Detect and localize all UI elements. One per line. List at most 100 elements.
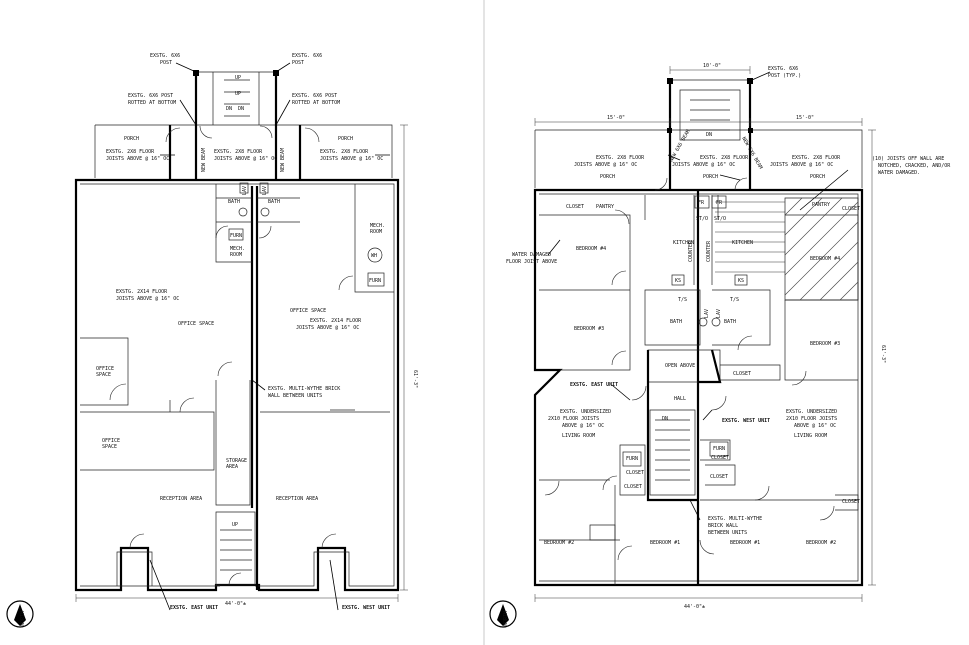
fr-left-box [694,195,710,209]
label-new-beam-right: NEW BEAM [280,148,286,172]
building-outline-right [533,188,864,587]
note-undersized-left-1: EXSTG. UNDERSIZED [560,409,611,415]
label-ks-left: KS [675,278,681,284]
room-kitchen-right: KITCHEN [732,240,753,246]
porch-walls-right [668,80,752,190]
bedrooms-right-walls [784,214,859,381]
note-porch-floor-left-r1: EXSTG. 2X8 FLOOR [596,155,645,161]
note-post-rot-right-2: ROTTED AT BOTTOM [292,100,340,106]
room-office-small-2-a: OFFICE [102,438,120,444]
north-arrow-icon-right [497,604,509,626]
note-water-damaged-2: FLOOR JOIST ABOVE [506,259,557,265]
room-office-space-right: OFFICE SPACE [290,308,326,314]
note-undersized-right-2: 2X10 FLOOR JOISTS [786,416,837,422]
room-closet-1: CLOSET [566,204,584,210]
room-bedroom-2-left: BEDROOM #2 [544,540,574,546]
label-sto-right: ST/O [714,216,726,222]
label-fr-left: FR [698,200,705,206]
bedroom-partitions-right [539,485,858,585]
note-office-floor-right-1: EXSTG. 2X14 FLOOR [310,318,362,324]
mech-room-walls [354,184,394,293]
bath-walls-right [644,289,771,346]
note-office-floor-right-2: JOISTS ABOVE @ 16" OC [296,325,359,331]
room-porch-mid-r: PORCH [703,174,718,180]
kitchen-counters [644,195,719,285]
right-floor-plan [489,66,876,628]
room-storage-1: STORAGE [226,458,247,464]
room-office-space-left: OFFICE SPACE [178,321,214,327]
toilet-right [260,207,270,217]
note-post-rot-left-1: EXSTG. 6X6 POST [128,93,173,99]
room-storage-2: AREA [226,464,238,470]
room-bath-left: BATH [228,199,240,205]
room-porch-right: PORCH [338,136,353,142]
room-kitchen-left: KITCHEN [673,240,694,246]
post-left [193,70,199,76]
label-new-beam-left: NEW BEAM [201,148,207,172]
room-mech-right-1: MECH. [370,223,385,229]
note-brick-wall-r2: BRICK WALL [708,523,738,529]
room-bedroom-4-right: BEDROOM #4 [810,256,840,262]
label-up-top2: UP [235,91,241,97]
dim-depth-right: 61'-3" [880,345,886,363]
note-porch-floor-right-2: JOISTS ABOVE @ 16" OC [320,156,383,162]
room-pantry-left: PANTRY [596,204,614,210]
dim-width-left: 44'-0"± [225,601,246,607]
label-new-beam-right-r: NEW 6X6 BEAM [740,136,763,170]
dim-top-right: 15'-0" [796,115,814,121]
note-joists-off-2: NOTCHED, CRACKED, AND/OR [878,163,951,169]
room-counter-right: COUNTER [706,240,712,262]
office-small-walls [80,337,215,471]
room-bedroom-3-right: BEDROOM #3 [810,341,840,347]
dim-top-left: 15'-0" [607,115,625,121]
note-post-rot-right-1: EXSTG. 6X6 POST [292,93,337,99]
note-brick-wall-1: EXSTG. MULTI-WYTHE BRICK [268,386,340,392]
note-porch-floor-mid-r2: JOISTS ABOVE @ 16" OC [672,162,735,168]
door-swings [109,125,354,586]
note-brick-wall-r3: BETWEEN UNITS [708,530,747,536]
label-dn-top: DN [226,106,232,112]
room-hall: HALL [674,396,686,402]
note-joists-off-1: (10) JOISTS OFF WALL ARE [872,156,944,162]
note-post-typ-1: EXSTG. 6X6 [768,66,798,72]
note-undersized-right-3: ABOVE @ 16" OC [794,423,836,429]
furnace-right-box [709,441,729,457]
note-porch-floor-mid-r1: EXSTG. 2X8 FLOOR [700,155,749,161]
note-porch-floor-mid-2: JOISTS ABOVE @ 16" OC [214,156,277,162]
note-post-typ-2: POST (TYP.) [768,73,801,79]
dim-top-stair: 10'-0" [703,63,721,69]
room-closet-2: CLOSET [842,206,860,212]
note-west-unit-r: EXSTG. WEST UNIT [722,418,770,424]
note-post-right-2: POST [292,60,304,66]
post-right [273,70,279,76]
room-bedroom-2-right: BEDROOM #2 [806,540,836,546]
storage-walls [215,380,251,506]
post-left-right [667,78,673,84]
room-closet-5: CLOSET [711,455,729,461]
post-mid-left [667,128,672,133]
bedrooms-left-walls [539,214,631,371]
note-porch-floor-right-r2: JOISTS ABOVE @ 16" OC [770,162,833,168]
ks-left-box [671,274,685,286]
toilet-right-right [711,317,721,327]
label-dn-top-r: DN [706,132,712,138]
rear-stair [196,71,276,125]
room-mech-right-2: ROOM [370,229,382,235]
water-heater [367,247,383,263]
room-bedroom-1-left: BEDROOM #1 [650,540,680,546]
north-arrow-circle-right [489,600,517,628]
north-arrow-icon [14,604,26,626]
bath-walls [215,184,300,263]
note-east-unit-r: EXSTG. EAST UNIT [570,382,618,388]
room-reception-left: RECEPTION AREA [160,496,202,502]
left-floor-plan [6,62,408,628]
note-east-unit: EXSTG. EAST UNIT [170,605,218,611]
porch-walls [168,72,302,180]
room-mech-left-1: MECH. [230,246,245,252]
room-bath-right: BATH [268,199,280,205]
room-porch-left: PORCH [124,136,139,142]
room-pantry-right: PANTRY [812,202,830,208]
note-joists-off-3: WATER DAMAGED. [878,170,920,176]
room-counter-left: COUNTER [688,240,694,262]
room-bedroom-3-left: BEDROOM #3 [574,326,604,332]
